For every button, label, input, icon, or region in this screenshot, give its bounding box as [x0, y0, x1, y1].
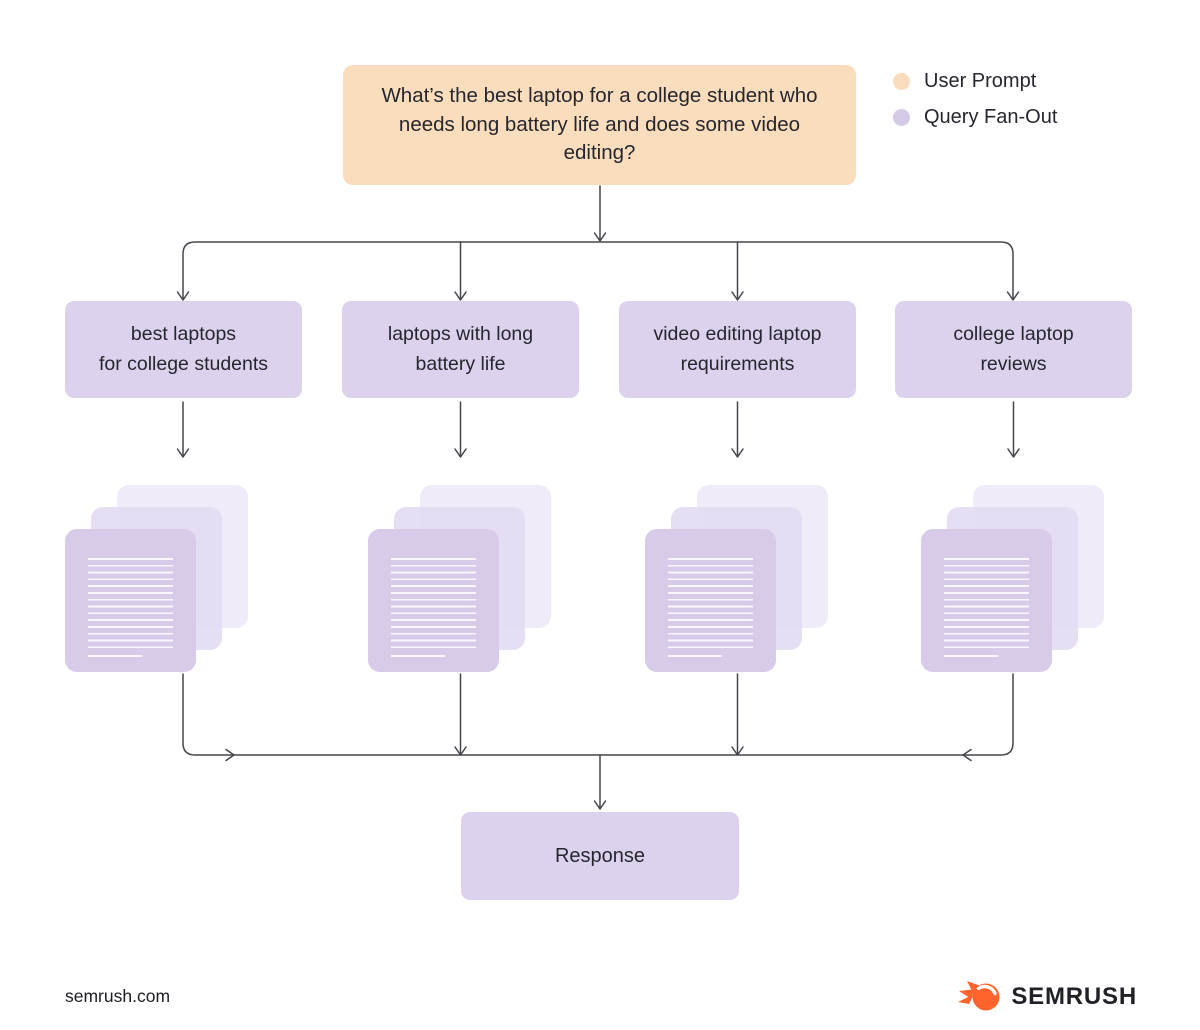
- query-box-1: best laptops for college students: [65, 301, 302, 398]
- user-prompt-text: What’s the best laptop for a college stu…: [381, 83, 818, 165]
- semrush-logo: SEMRUSH: [957, 978, 1137, 1016]
- document-text-lines: [391, 558, 476, 657]
- document-stack-3: [645, 485, 829, 672]
- arrowhead-down: [454, 746, 467, 756]
- query-box-3: video editing laptop requirements: [619, 301, 856, 398]
- legend-item-query-fan-out: Query Fan-Out: [893, 104, 1057, 130]
- query-fan-out-swatch-icon: [893, 108, 910, 126]
- legend-label: User Prompt: [924, 69, 1037, 92]
- document-front-icon: [368, 529, 499, 672]
- legend-label: Query Fan-Out: [924, 105, 1058, 128]
- query-box-2: laptops with long battery life: [342, 301, 579, 398]
- query-text: video editing laptop requirements: [653, 323, 822, 375]
- arrowhead-down: [731, 746, 744, 756]
- response-box: Response: [461, 812, 739, 900]
- arrowhead-down: [454, 291, 467, 301]
- arrowhead-down: [1006, 291, 1020, 301]
- site-url: semrush.com: [65, 986, 171, 1006]
- document-text-lines: [88, 558, 173, 657]
- semrush-wordmark: SEMRUSH: [1011, 983, 1137, 1010]
- arrowhead-right: [225, 748, 235, 762]
- legend: User Prompt Query Fan-Out: [893, 68, 1057, 140]
- arrowhead-left: [962, 748, 972, 762]
- arrowhead-down: [454, 448, 467, 458]
- edge-merge-rail: [182, 673, 1014, 756]
- document-front-icon: [65, 529, 196, 672]
- document-text-lines: [944, 558, 1029, 657]
- query-text: best laptops for college students: [98, 323, 269, 375]
- arrowhead-down: [176, 448, 190, 458]
- arrowhead-down: [593, 800, 607, 810]
- user-prompt-swatch-icon: [893, 72, 910, 90]
- document-front-icon: [921, 529, 1052, 672]
- arrowhead-down: [593, 232, 607, 242]
- user-prompt-box: What’s the best laptop for a college stu…: [343, 65, 856, 185]
- arrowhead-down: [1007, 448, 1020, 458]
- legend-item-user-prompt: User Prompt: [893, 68, 1057, 94]
- document-stack-4: [921, 485, 1105, 672]
- arrowhead-down: [731, 448, 744, 458]
- semrush-flame-icon: [958, 981, 1000, 1011]
- response-text: Response: [554, 844, 646, 867]
- document-stack-2: [368, 485, 552, 672]
- document-text-lines: [668, 558, 753, 657]
- query-text: laptops with long battery life: [387, 323, 534, 375]
- query-text: college laptop reviews: [953, 323, 1074, 375]
- arrowhead-down: [731, 291, 744, 301]
- document-stack-1: [65, 485, 249, 672]
- document-front-icon: [645, 529, 776, 672]
- arrowhead-down: [176, 291, 190, 301]
- query-box-4: college laptop reviews: [895, 301, 1132, 398]
- edge-fanout-rail: [182, 241, 1014, 299]
